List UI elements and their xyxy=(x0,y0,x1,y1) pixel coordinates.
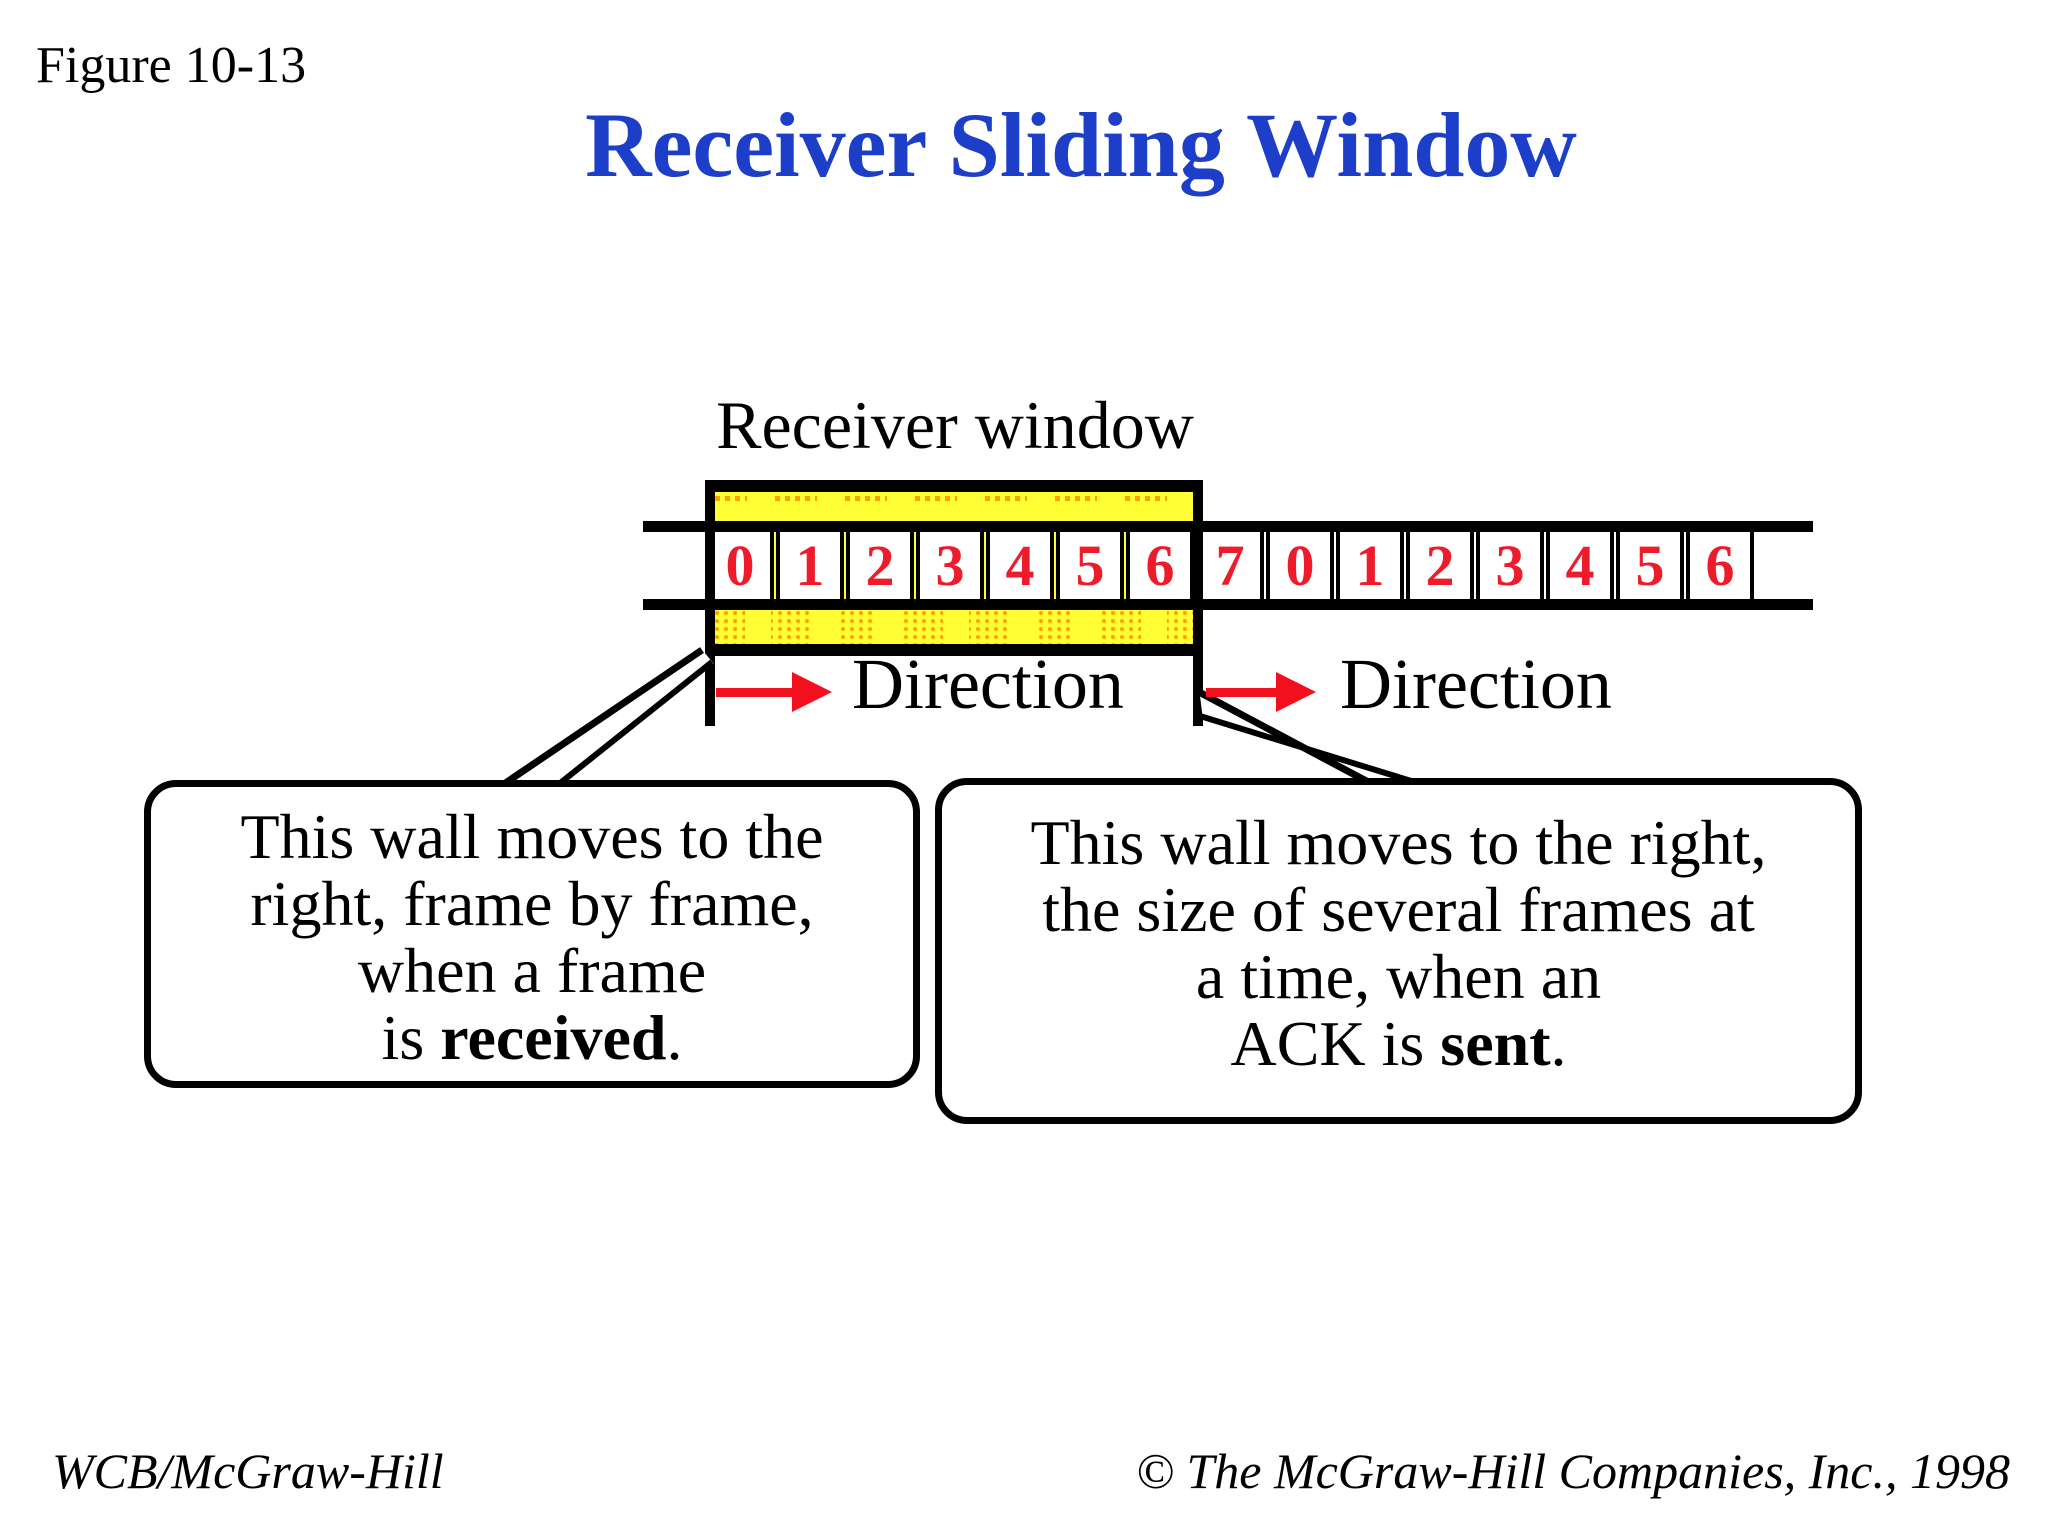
callout-text-line: when a frame xyxy=(357,935,707,1006)
frame-cell: 5 xyxy=(1616,532,1684,599)
receiver-window-label: Receiver window xyxy=(716,387,1194,463)
frame-cell: 1 xyxy=(1336,532,1404,599)
publisher-credit: WCB/McGraw-Hill xyxy=(52,1443,444,1499)
callout-text-line: is received. xyxy=(381,1002,683,1073)
window-bottom-border xyxy=(705,644,1203,656)
callout-text-line: This wall moves to the right, xyxy=(1030,807,1767,878)
copyright-notice: © The McGraw-Hill Companies, Inc., 1998 xyxy=(1135,1443,2010,1499)
page-title: Receiver Sliding Window xyxy=(585,94,1577,196)
window-upper-highlight xyxy=(705,492,1203,521)
frame-cell: 2 xyxy=(846,532,914,599)
track-top-line xyxy=(643,521,1813,532)
window-left-wall xyxy=(705,480,715,726)
frame-cell: 0 xyxy=(1266,532,1334,599)
frame-cell: 3 xyxy=(916,532,984,599)
track-bottom-line xyxy=(643,599,1813,610)
frame-cell: 7 xyxy=(1196,532,1264,599)
callout-text-line: the size of several frames at xyxy=(1042,874,1755,945)
window-right-wall xyxy=(1193,480,1203,726)
figure-label: Figure 10-13 xyxy=(36,37,307,94)
left-tail-lower-line xyxy=(552,659,714,791)
frame-cell: 4 xyxy=(1546,532,1614,599)
frame-cell: 6 xyxy=(1686,532,1754,599)
frame-cell: 2 xyxy=(1406,532,1474,599)
frame-cell: 4 xyxy=(986,532,1054,599)
left-tail-upper-line xyxy=(496,647,704,791)
frame-cell: 1 xyxy=(776,532,844,599)
window-top-border xyxy=(705,480,1203,492)
frame-cell: 5 xyxy=(1056,532,1124,599)
right-direction-arrowhead-icon xyxy=(1276,672,1316,712)
frame-cell: 0 xyxy=(706,532,774,599)
right-callout-box: This wall moves to the right,the size of… xyxy=(935,778,1862,1124)
left-direction-arrowhead-icon xyxy=(792,672,832,712)
callout-text-line: a time, when an xyxy=(1195,941,1602,1012)
right-direction-label: Direction xyxy=(1340,644,1612,724)
callout-text-line: This wall moves to the xyxy=(240,801,824,872)
window-lower-highlight xyxy=(705,610,1203,644)
left-direction-label: Direction xyxy=(852,644,1124,724)
callout-text-line: right, frame by frame, xyxy=(250,868,814,939)
left-tail-fill xyxy=(500,652,714,792)
right-direction-arrow-icon xyxy=(1206,688,1278,697)
callout-text-line: ACK is sent. xyxy=(1230,1008,1567,1079)
left-direction-arrow-icon xyxy=(716,688,794,697)
frame-cell: 3 xyxy=(1476,532,1544,599)
frame-cell: 6 xyxy=(1126,532,1194,599)
